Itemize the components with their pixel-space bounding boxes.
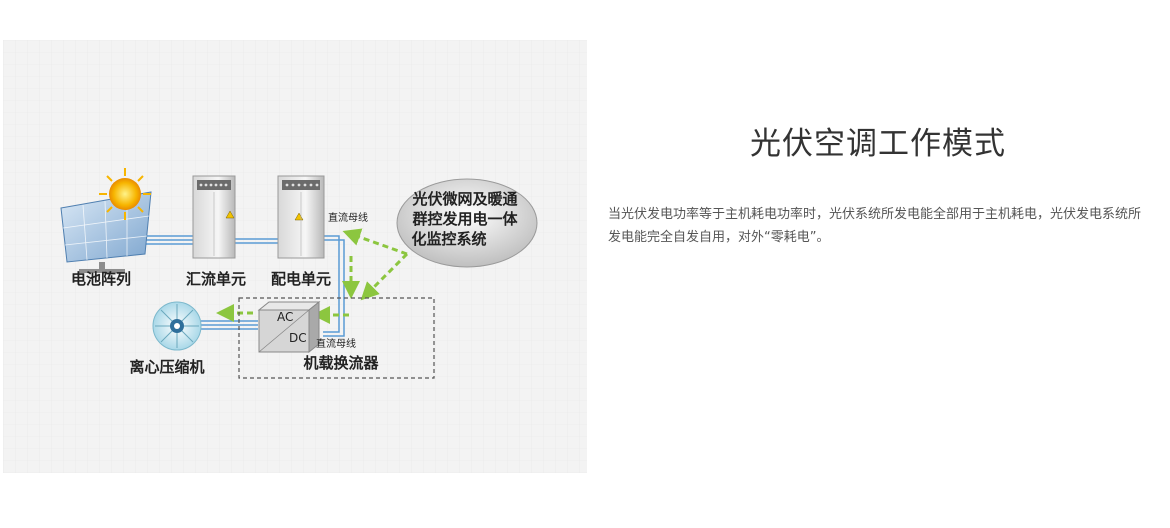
compressor-icon — [152, 301, 202, 351]
monitor-label-line3: 化监控系统 — [411, 230, 486, 248]
sun-icon — [99, 168, 151, 220]
compressor-label: 离心压缩机 — [129, 358, 204, 376]
combiner-cabinet-icon — [192, 175, 236, 259]
system-diagram: 电池阵列 汇流单元 配电单元 离心压缩机 机载换流器 直流母线 直流母线 AC … — [3, 40, 587, 473]
monitor-system-bubble — [396, 178, 538, 268]
converter-boundary — [238, 297, 435, 379]
combiner-label: 汇流单元 — [186, 270, 246, 288]
converter-icon — [257, 300, 321, 354]
ac-text: AC — [277, 310, 293, 324]
mode-description: 当光伏发电功率等于主机耗电功率时，光伏系统所发电能全部用于主机耗电，光伏发电系统… — [608, 207, 1142, 245]
monitor-label-line1: 光伏微网及暖通 — [411, 190, 517, 208]
dc-bus-label-top: 直流母线 — [328, 211, 368, 224]
power-lines — [143, 235, 345, 337]
dc-text: DC — [289, 331, 307, 345]
monitor-label-line2: 群控发用电一体 — [412, 210, 518, 228]
distribution-cabinet-icon — [277, 175, 325, 259]
dc-bus-label-bottom: 直流母线 — [316, 337, 356, 350]
page-title: 光伏空调工作模式 — [750, 126, 1006, 162]
solar-array-label: 电池阵列 — [71, 270, 131, 288]
distribution-label: 配电单元 — [271, 270, 331, 288]
converter-label: 机载换流器 — [303, 354, 379, 372]
diagram-panel: 电池阵列 汇流单元 配电单元 离心压缩机 机载换流器 直流母线 直流母线 AC … — [3, 40, 587, 473]
